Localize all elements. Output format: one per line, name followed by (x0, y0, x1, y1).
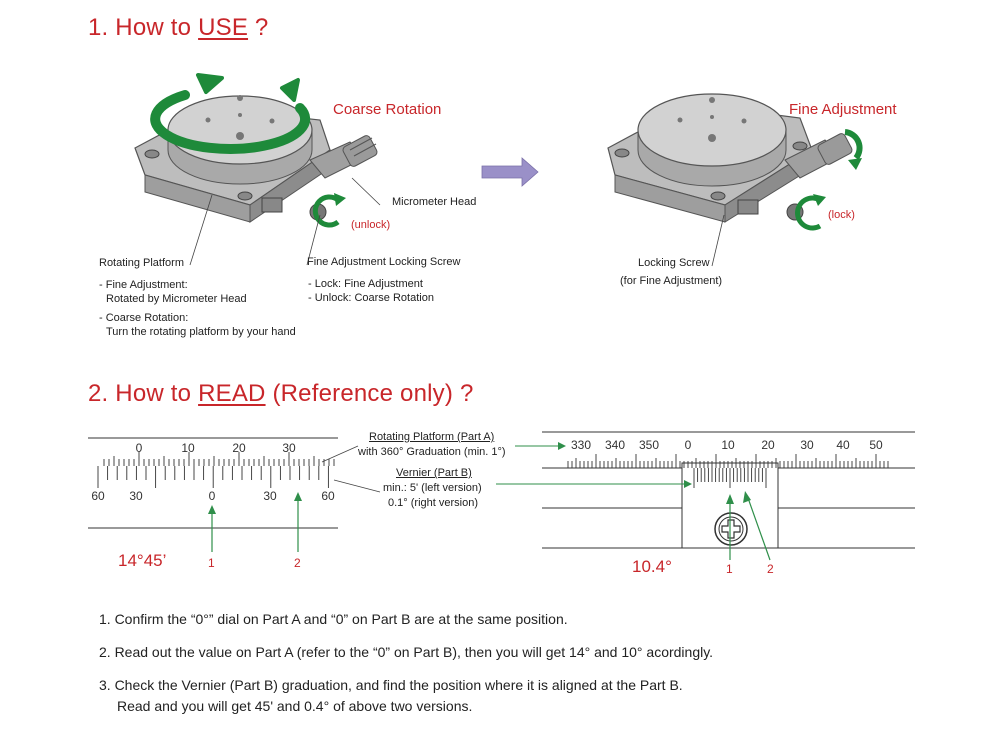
micrometer-head-label: Micrometer Head (392, 196, 477, 208)
left-bottom-label-60b: 60 (321, 489, 335, 503)
step-3-continued: Read and you will get 45' and 0.4° of ab… (117, 698, 473, 714)
left-top-label-30: 30 (282, 441, 296, 455)
right-marker-1: 1 (726, 562, 733, 576)
right-top-label-350: 350 (639, 438, 659, 452)
locking-screw-label: Locking Screw (638, 257, 710, 269)
right-top-label-10: 10 (721, 438, 735, 452)
unlock-note: - Unlock: Coarse Rotation (308, 292, 434, 304)
coarse-rotation-note-2: Turn the rotating platform by your hand (106, 326, 296, 338)
left-bottom-label-0: 0 (209, 489, 216, 503)
coarse-rotation-label: Coarse Rotation (333, 101, 442, 118)
right-marker-2: 2 (767, 562, 774, 576)
fine-adjustment-locking-screw-label: Fine Adjustment Locking Screw (307, 256, 461, 268)
left-marker-2: 2 (294, 556, 301, 570)
right-top-label-30: 30 (800, 438, 814, 452)
lock-label: (lock) (828, 209, 855, 221)
left-top-label-0: 0 (136, 441, 143, 455)
part-a-title: Rotating Platform (Part A) (369, 431, 495, 443)
left-top-label-20: 20 (232, 441, 246, 455)
fine-adjustment-note-1: - Fine Adjustment: (99, 279, 188, 291)
locking-screw-sub-label: (for Fine Adjustment) (620, 275, 723, 287)
part-a-subtitle: with 360° Graduation (min. 1°) (358, 446, 506, 458)
right-top-label-330: 330 (571, 438, 591, 452)
left-reading-value: 14°45’ (118, 551, 167, 570)
part-b-title: Vernier (Part B) (396, 467, 472, 479)
section-1-heading: 1. How to USE ? (88, 14, 269, 41)
part-b-min-left: min.: 5' (left version) (383, 482, 482, 494)
left-marker-1: 1 (208, 556, 215, 570)
right-top-label-40: 40 (836, 438, 850, 452)
left-bottom-label-30a: 30 (129, 489, 143, 503)
right-top-label-20: 20 (761, 438, 775, 452)
left-bottom-label-60a: 60 (91, 489, 105, 503)
left-bottom-label-30b: 30 (263, 489, 277, 503)
part-b-min-right: 0.1° (right version) (388, 497, 478, 509)
right-top-label-340: 340 (605, 438, 625, 452)
fine-adjustment-label: Fine Adjustment (789, 101, 897, 118)
section-2-heading: 2. How to READ (Reference only) ? (88, 380, 474, 407)
unlock-label: (unlock) (351, 219, 391, 231)
coarse-rotation-note-1: - Coarse Rotation: (99, 312, 189, 324)
lock-note: - Lock: Fine Adjustment (308, 278, 423, 290)
step-1: 1. Confirm the “0°” dial on Part A and “… (99, 611, 568, 627)
right-top-label-0: 0 (685, 438, 692, 452)
rotating-platform-label: Rotating Platform (99, 257, 184, 269)
step-3: 3. Check the Vernier (Part B) graduation… (99, 677, 683, 693)
left-top-label-10: 10 (181, 441, 195, 455)
step-2: 2. Read out the value on Part A (refer t… (99, 644, 714, 660)
fine-adjustment-note-2: Rotated by Micrometer Head (106, 293, 247, 305)
right-top-label-50: 50 (869, 438, 883, 452)
right-reading-value: 10.4° (632, 557, 672, 576)
